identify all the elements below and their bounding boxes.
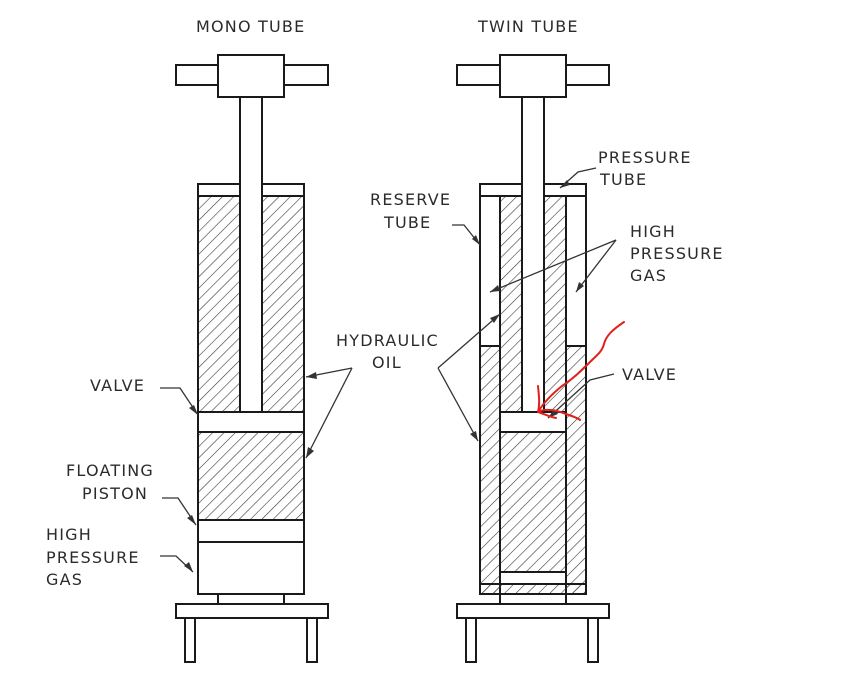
reserve-tube-label-line1: RESERVE (370, 190, 451, 209)
twin-oil-lower (499, 431, 567, 573)
mono-rod (239, 96, 263, 413)
mono-valve-piston (197, 411, 305, 433)
twin-bottom-mount-plate (456, 603, 610, 619)
twin-base-valve (499, 571, 567, 585)
mono-gas-label-line3: GAS (46, 570, 83, 589)
labels: MONO TUBE TWIN TUBE VALVE FLOATING PISTO… (46, 17, 724, 589)
twin-reserve-oil-left (479, 345, 501, 595)
mono-floating-piston (197, 519, 305, 543)
twin-reserve-gas-right (565, 195, 587, 347)
twin-valve-piston (499, 411, 567, 433)
floating-piston-label-line2: PISTON (82, 484, 148, 503)
floating-piston-label-line1: FLOATING (66, 461, 154, 480)
twin-top-mount-block (499, 54, 567, 98)
twin-rod (521, 96, 545, 413)
mono-bottom-mount-plate (175, 603, 329, 619)
twin-mount-leg-left (465, 617, 477, 663)
mono-bottom-frame (217, 594, 285, 604)
mono-mount-leg-left (184, 617, 196, 663)
mono-gas-label-line1: HIGH (46, 525, 92, 544)
hydraulic-oil-label-line2: OIL (372, 353, 402, 372)
twin-tube-title: TWIN TUBE (477, 17, 579, 36)
twin-valve-label: VALVE (622, 365, 677, 384)
twin-gas-label-line1: HIGH (630, 222, 676, 241)
mono-oil-lower (197, 431, 305, 521)
twin-gas-label-line3: GAS (630, 266, 667, 285)
mono-gas-label-line2: PRESSURE (46, 548, 140, 567)
mono-valve-label: VALVE (90, 376, 145, 395)
pressure-tube-label-line2: TUBE (599, 170, 647, 189)
leader-lines (160, 167, 617, 573)
mono-top-mount-block (217, 54, 285, 98)
twin-reserve-oil-right (565, 345, 587, 595)
red-hand-annotation (537, 321, 625, 421)
mono-gas-chamber (197, 541, 305, 595)
twin-mount-leg-right (587, 617, 599, 663)
hydraulic-oil-label-line1: HYDRAULIC (336, 331, 439, 350)
reserve-tube-label-line2: TUBE (383, 213, 431, 232)
twin-tube-shock (456, 54, 610, 663)
mono-tube-shock (175, 54, 329, 663)
mono-tube-title: MONO TUBE (196, 17, 305, 36)
twin-bottom-oil (479, 583, 587, 595)
pressure-tube-label-line1: PRESSURE (598, 148, 692, 167)
twin-bottom-frame (499, 594, 567, 604)
mono-mount-leg-right (306, 617, 318, 663)
twin-gas-label-line2: PRESSURE (630, 244, 724, 263)
red-annotation-stroke (537, 321, 625, 421)
